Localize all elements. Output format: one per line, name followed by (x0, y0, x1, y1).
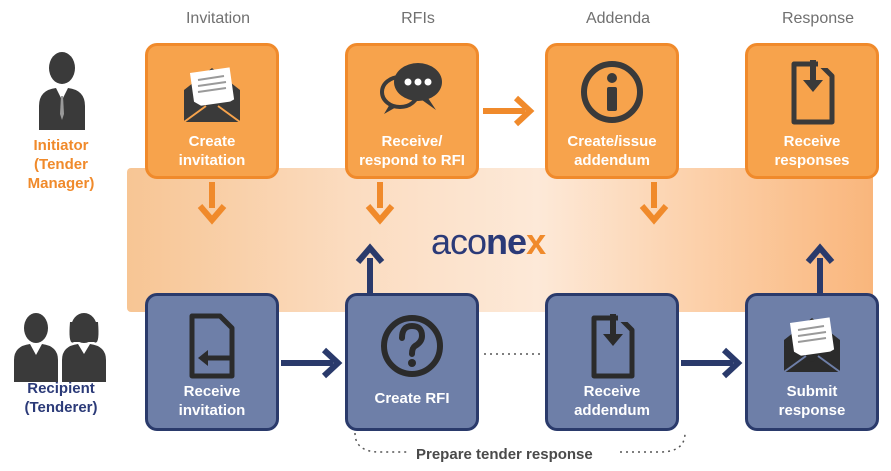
create-issue-addendum-box[interactable]: Create/issue addendum (545, 43, 679, 179)
speech-bubbles-icon (380, 63, 442, 114)
arrow-invitation-down (197, 182, 227, 225)
receive-invitation-box[interactable]: Receive invitation (145, 293, 279, 431)
arrow-rfi-down (365, 182, 395, 225)
receive-respond-rfi-box[interactable]: Receive/ respond to RFI (345, 43, 479, 179)
document-return-icon (189, 313, 235, 379)
create-invitation-label: Create invitation (178, 133, 246, 169)
receive-responses-box[interactable]: Receive responses (745, 43, 879, 179)
column-header-rfis: RFIs (401, 10, 435, 27)
create-rfi-box[interactable]: Create RFI (345, 293, 479, 431)
receive-responses-label: Receive responses (774, 133, 850, 169)
envelope-open-icon (183, 67, 241, 123)
prepare-response-bracket (354, 432, 686, 453)
arrow-create-rfi-up (355, 243, 385, 294)
info-icon (581, 61, 643, 123)
recipient-people-icon (14, 313, 106, 382)
recipient-label: Recipient (Tenderer) (24, 380, 98, 416)
prepare-tender-response-label: Prepare tender response (416, 446, 593, 463)
process-band (127, 168, 873, 312)
receive-addendum-box[interactable]: Receive addendum (545, 293, 679, 431)
arrow-addendum-down (639, 182, 669, 225)
document-download-icon (591, 314, 635, 379)
arrow-receive-addendum-to-submit (681, 347, 743, 379)
submit-response-box[interactable]: Submit response (745, 293, 879, 431)
receive-invitation-label: Receive invitation (178, 383, 246, 419)
create-rfi-label: Create RFI (374, 390, 450, 407)
arrow-rfi-to-addenda (483, 95, 535, 127)
envelope-open-icon (783, 317, 841, 373)
column-header-response: Response (781, 10, 855, 27)
receive-respond-rfi-label: Receive/ respond to RFI (359, 133, 465, 169)
question-icon (381, 315, 443, 377)
column-header-invitation: Invitation (185, 10, 251, 27)
logo-part-1: aco (431, 221, 487, 262)
submit-response-label: Submit response (778, 383, 846, 419)
arrow-receive-invitation-to-create-rfi (281, 347, 343, 379)
logo-part-2: ne (486, 221, 527, 262)
create-issue-addendum-label: Create/issue addendum (567, 133, 657, 169)
initiator-label: Initiator (Tender Manager) (27, 137, 95, 192)
initiator-person-icon (39, 52, 85, 130)
receive-addendum-label: Receive addendum (574, 383, 650, 419)
logo-part-3: x (526, 221, 546, 262)
create-invitation-box[interactable]: Create invitation (145, 43, 279, 179)
arrow-submit-response-up (805, 243, 835, 294)
column-header-addenda: Addenda (585, 10, 651, 27)
document-download-icon (791, 60, 835, 125)
aconex-logo: aconex (431, 221, 546, 262)
